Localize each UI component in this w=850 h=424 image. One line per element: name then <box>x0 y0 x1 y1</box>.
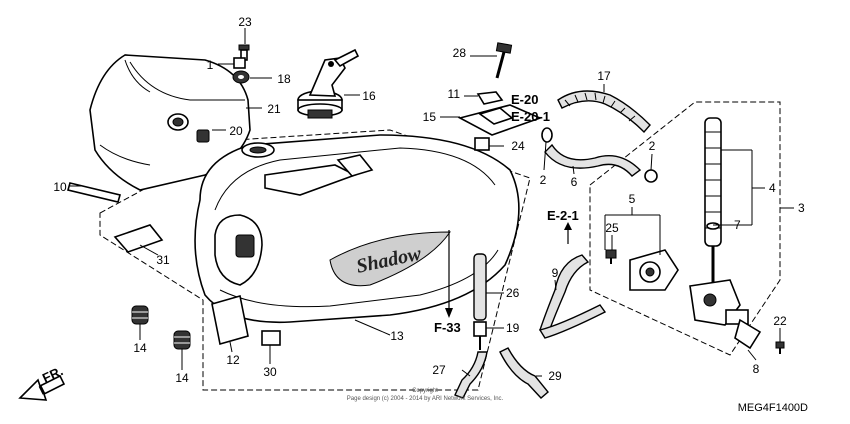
rubber-part-14a <box>131 305 149 325</box>
callout-28: 28 <box>453 46 467 60</box>
fuel-valve-body <box>629 249 762 350</box>
callout-17: 17 <box>597 69 611 83</box>
ref-e20-1: E-20-1 <box>511 109 550 124</box>
callout-25: 25 <box>605 221 619 235</box>
rubber-strip-part-10 <box>67 182 121 203</box>
fuel-strainer <box>704 117 722 290</box>
collar-part-1 <box>233 57 246 69</box>
breather-hose-part-17 <box>557 90 651 134</box>
hose-part-26 <box>473 253 487 321</box>
callout-20: 20 <box>229 124 243 138</box>
diagram-code: MEG4F1400D <box>738 402 808 414</box>
callout-6: 6 <box>571 175 578 189</box>
bolt-part-28 <box>495 42 513 79</box>
bracket-part-15 <box>457 104 543 136</box>
callout-23: 23 <box>238 15 252 29</box>
callout-4: 4 <box>769 181 776 195</box>
callout-14a: 14 <box>133 341 147 355</box>
ref-arrow-f33 <box>445 230 453 318</box>
callout-22: 22 <box>773 314 787 328</box>
label-part-30 <box>261 330 281 346</box>
callout-7: 7 <box>734 218 741 232</box>
front-arrow-icon <box>18 374 66 401</box>
ref-arrow-e2-1 <box>564 222 572 244</box>
clip-part-20 <box>196 129 210 143</box>
ref-f33: F-33 <box>434 320 461 335</box>
label-part-12 <box>211 294 249 346</box>
tank-assembly-outline <box>99 129 531 391</box>
rubber-part-14b <box>173 330 191 350</box>
callout-8: 8 <box>753 362 760 376</box>
joint-part-19 <box>473 321 487 350</box>
callout-26: 26 <box>506 286 520 300</box>
callout-31: 31 <box>156 253 170 267</box>
hose-part-29 <box>499 347 549 399</box>
copyright-text: Page design (c) 2004 - 2014 by ARI Netwo… <box>347 396 504 402</box>
fuel-tank <box>194 134 520 324</box>
callout-labels: 23 1 18 16 21 20 10 31 14 14 12 30 13 28… <box>53 15 805 385</box>
callout-2b: 2 <box>649 139 656 153</box>
fuel-cap-set <box>297 48 360 119</box>
callout-1: 1 <box>207 58 214 72</box>
collar-part-24 <box>474 137 490 151</box>
callout-11: 11 <box>448 87 461 101</box>
ref-e2-1: E-2-1 <box>547 208 579 223</box>
callout-10: 10 <box>53 180 67 194</box>
callout-12: 12 <box>226 353 240 367</box>
fuel-tank-cover <box>89 54 251 191</box>
ref-e20: E-20 <box>511 92 538 107</box>
leader-lines <box>70 28 794 377</box>
screw-part-22 <box>775 341 785 354</box>
callout-24: 24 <box>511 139 525 153</box>
copyright-title: Copyright <box>412 388 438 394</box>
fuel-valve-assembly-outline <box>589 101 781 356</box>
screw-part-25 <box>605 249 617 264</box>
callout-14b: 14 <box>175 371 189 385</box>
callout-13: 13 <box>390 329 404 343</box>
label-part-31 <box>113 224 164 253</box>
callout-29: 29 <box>548 369 562 383</box>
hose-part-27 <box>454 351 488 399</box>
callout-19: 19 <box>506 321 520 335</box>
callout-5: 5 <box>629 192 636 206</box>
callout-16: 16 <box>362 89 376 103</box>
callout-2a: 2 <box>540 173 547 187</box>
callout-3: 3 <box>798 201 805 215</box>
callout-18: 18 <box>277 72 291 86</box>
plate-part-11 <box>476 91 504 105</box>
clip-part-2a <box>541 127 553 143</box>
grommet-part-18 <box>232 70 250 84</box>
callout-9: 9 <box>552 266 559 280</box>
callout-15: 15 <box>423 110 437 124</box>
fuel-hose-part-9 <box>538 254 607 339</box>
fuel-hose-part-6 <box>544 143 642 177</box>
clip-part-2b <box>644 169 658 183</box>
callout-21: 21 <box>267 102 281 116</box>
reference-labels: E-20 E-20-1 E-2-1 F-33 FR. <box>40 92 579 386</box>
callout-27: 27 <box>432 363 446 377</box>
callout-30: 30 <box>263 365 277 379</box>
